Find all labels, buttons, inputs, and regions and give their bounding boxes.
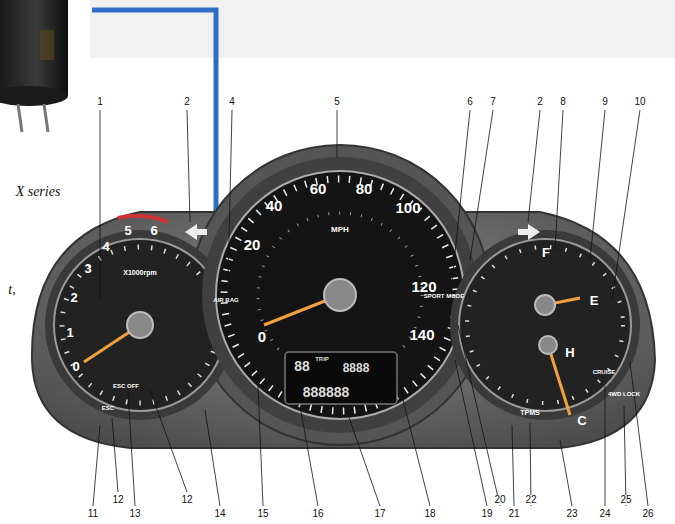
callout-number: 6 (466, 97, 474, 107)
callout-number: 24 (598, 509, 611, 519)
lcd-readout: 88 (294, 359, 310, 373)
callout-number: 25 (619, 495, 632, 505)
side-text: t, (8, 283, 15, 297)
gauge-label: 2 (70, 291, 77, 304)
gauge-label: 140 (409, 327, 434, 342)
gauge-label: 80 (356, 181, 373, 196)
callout-number: 19 (480, 509, 493, 519)
gauge-label: 20 (244, 237, 261, 252)
gauge-label: 0 (258, 329, 266, 344)
gauge-label: MPH (331, 226, 349, 234)
callout-number: 11 (87, 509, 99, 519)
gauge-label: 1 (66, 326, 73, 339)
callout-number: 22 (524, 495, 537, 505)
gauge-label: 40 (266, 198, 283, 213)
gauge-label: 60 (310, 181, 327, 196)
callout-number: 17 (373, 509, 386, 519)
callout-number: 12 (180, 495, 193, 505)
gauge-label: 3 (84, 262, 91, 275)
callout-number: 2 (183, 97, 191, 107)
gauge-label: 120 (411, 279, 436, 294)
callout-number: 1 (96, 97, 104, 107)
gauge-label: SPORT MODE (424, 293, 464, 299)
gauge-label: 6 (150, 224, 157, 237)
gauge-label: 5 (124, 224, 131, 237)
callout-number: 10 (633, 97, 646, 107)
callout-number: 9 (601, 97, 609, 107)
gauge-label: AIR BAG (213, 297, 238, 303)
gauge-label: C (577, 414, 586, 427)
callout-number: 26 (641, 509, 654, 519)
gauge-label: E (590, 294, 599, 307)
gauge-label: 100 (395, 200, 420, 215)
callout-number: 13 (128, 509, 141, 519)
callout-number: 5 (333, 97, 341, 107)
gauge-label: ESC OFF (113, 383, 139, 389)
callout-number: 12 (111, 495, 124, 505)
gauge-label: 0 (72, 360, 79, 373)
gauge-label: X1000rpm (123, 269, 156, 276)
gauge-label: 4WD LOCK (608, 391, 640, 397)
lcd-readout: 888888 (303, 385, 350, 399)
gauge-label: H (565, 346, 574, 359)
callout-number: 8 (559, 97, 567, 107)
callout-number: 14 (213, 509, 226, 519)
callout-number: 7 (489, 97, 497, 107)
callout-number: 18 (423, 509, 436, 519)
side-text: X series (16, 185, 61, 199)
callout-number: 20 (493, 495, 506, 505)
callout-number: 23 (565, 509, 578, 519)
gauge-label: ESC (102, 405, 114, 411)
gauge-label: 4 (102, 240, 109, 253)
callout-number: 2 (536, 97, 544, 107)
gauge-label: F (542, 246, 550, 259)
gauge-label: TPMS (520, 409, 539, 416)
lcd-readout: 8888 (343, 362, 370, 374)
lcd-readout: TRIP (315, 356, 329, 362)
callout-number: 16 (311, 509, 324, 519)
gauge-label: CRUISE (593, 369, 616, 375)
callout-number: 15 (256, 509, 269, 519)
callout-number: 4 (228, 97, 236, 107)
buzzer-photo (0, 0, 68, 132)
callout-number: 21 (507, 509, 520, 519)
